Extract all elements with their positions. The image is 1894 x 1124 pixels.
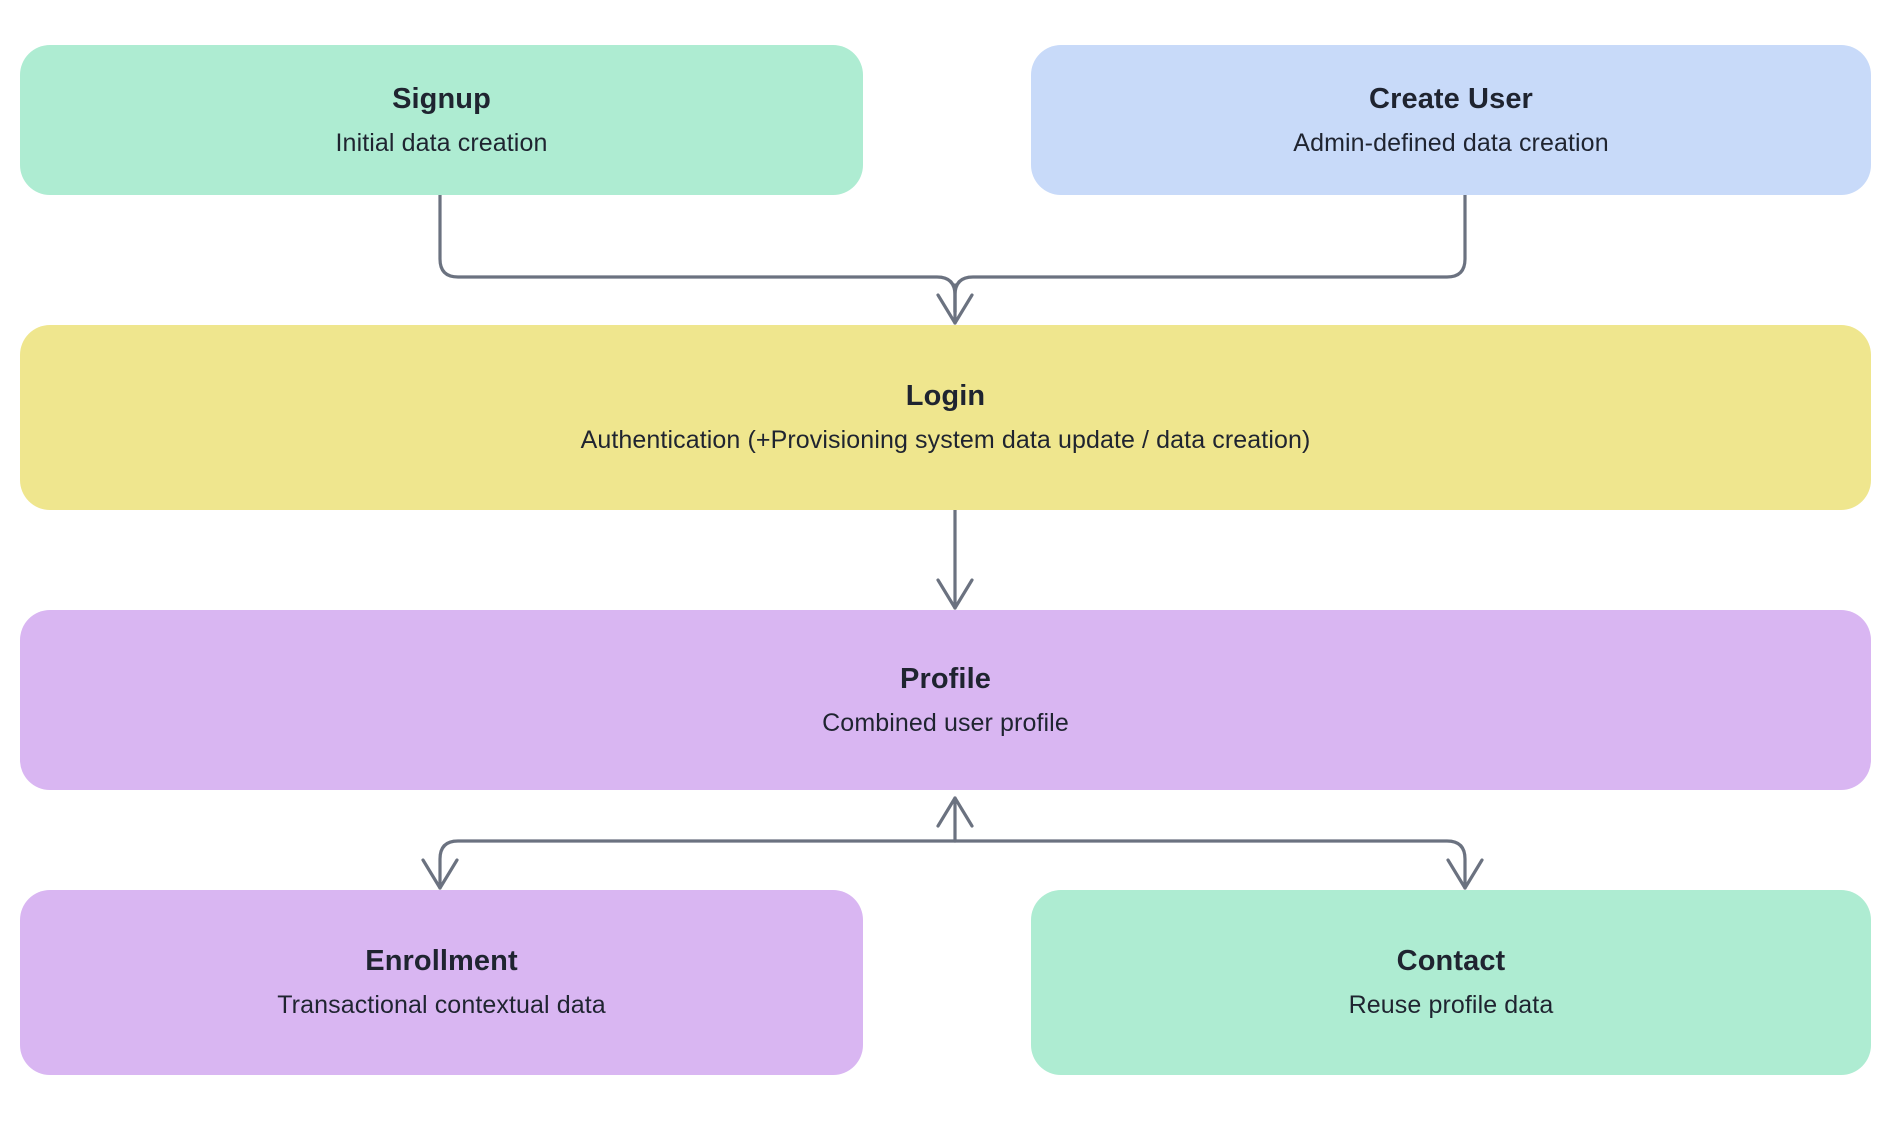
node-enrollment-subtitle: Transactional contextual data <box>277 991 606 1020</box>
edge-login-to-profile <box>936 508 974 610</box>
node-profile-subtitle: Combined user profile <box>822 708 1069 737</box>
node-enrollment[interactable]: Enrollment Transactional contextual data <box>20 890 863 1075</box>
node-signup[interactable]: Signup Initial data creation <box>20 45 863 195</box>
node-create-user-title: Create User <box>1369 82 1533 115</box>
node-login[interactable]: Login Authentication (+Provisioning syst… <box>20 325 1871 510</box>
edge-create-user-to-login <box>953 193 1467 314</box>
node-enrollment-title: Enrollment <box>365 945 518 978</box>
node-contact-title: Contact <box>1396 945 1506 978</box>
node-profile-title: Profile <box>900 662 991 695</box>
edge-signup-to-login <box>438 193 957 314</box>
node-contact[interactable]: Contact Reuse profile data <box>1031 890 1871 1075</box>
edge-enrollment-contact-to-profile <box>936 796 974 843</box>
arrowhead-into-login <box>936 283 974 325</box>
edge-profile-to-contact <box>953 839 1484 890</box>
node-login-title: Login <box>905 380 986 413</box>
node-login-subtitle: Authentication (+Provisioning system dat… <box>580 426 1311 455</box>
edge-profile-to-enrollment <box>421 839 957 890</box>
node-create-user-subtitle: Admin-defined data creation <box>1293 128 1609 157</box>
node-signup-title: Signup <box>392 82 491 115</box>
node-profile[interactable]: Profile Combined user profile <box>20 610 1871 790</box>
node-contact-subtitle: Reuse profile data <box>1348 991 1554 1020</box>
node-signup-subtitle: Initial data creation <box>335 128 548 157</box>
node-create-user[interactable]: Create User Admin-defined data creation <box>1031 45 1871 195</box>
